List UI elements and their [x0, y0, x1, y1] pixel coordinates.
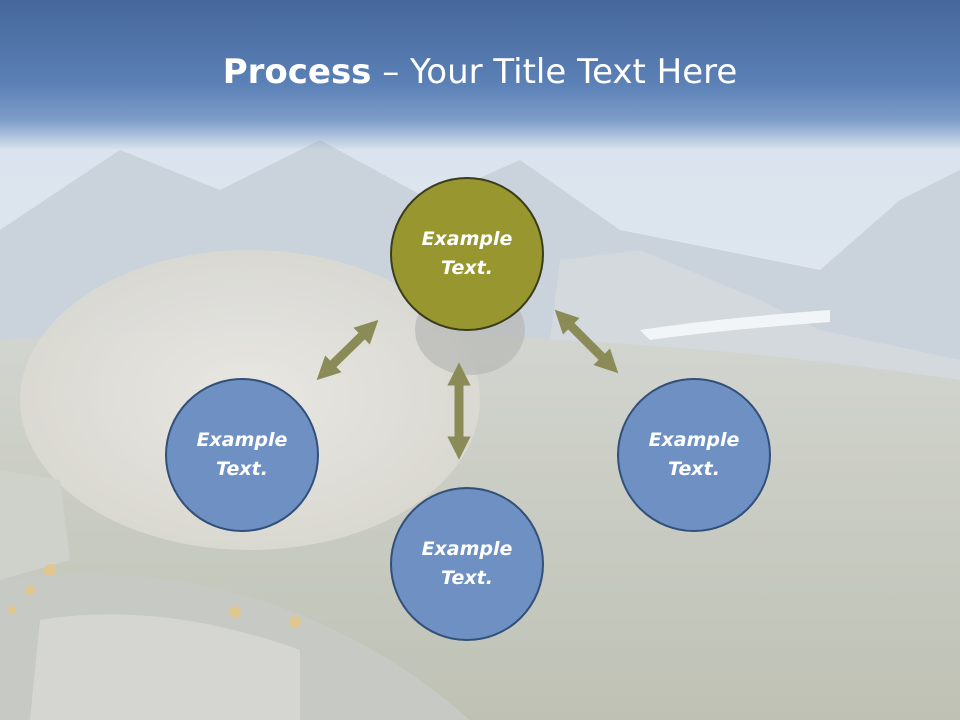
node-top-label: Example Text.	[421, 228, 513, 279]
title-rest: – Your Title Text Here	[371, 52, 738, 92]
slide-title: Process – Your Title Text Here	[0, 52, 960, 92]
title-bar	[0, 0, 960, 150]
node-left-label: Example Text.	[196, 429, 288, 480]
node-left: Example Text.	[165, 378, 319, 532]
node-right-label: Example Text.	[648, 429, 740, 480]
node-right: Example Text.	[617, 378, 771, 532]
arrow-top-right	[554, 309, 619, 374]
title-bold: Process	[222, 52, 372, 92]
node-top: Example Text.	[390, 177, 544, 331]
node-bottom-label: Example Text.	[421, 538, 513, 589]
arrow-top-left	[316, 319, 379, 381]
node-bottom: Example Text.	[390, 487, 544, 641]
